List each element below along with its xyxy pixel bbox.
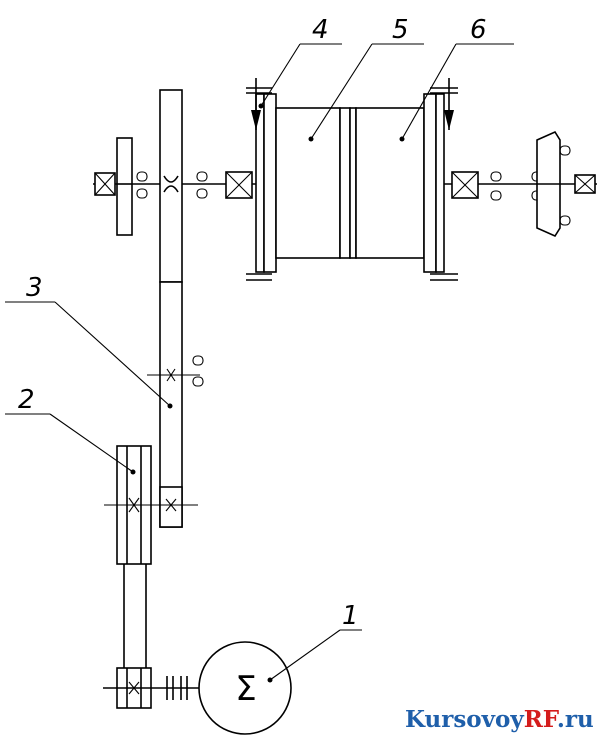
callout-1: 1	[342, 601, 359, 631]
callout-2: 2	[18, 385, 35, 415]
callout-5: 5	[392, 15, 409, 45]
right-coupling	[451, 171, 479, 199]
callout-3: 3	[26, 273, 43, 303]
callout-6: 6	[470, 15, 487, 45]
watermark-part3: .ru	[557, 706, 594, 733]
watermark-part2: RF	[524, 706, 560, 733]
far-right-coupling	[574, 174, 596, 194]
pulley-2	[104, 445, 162, 670]
motor-1: Σ	[198, 641, 292, 735]
right-end-gear	[536, 130, 561, 238]
mid-coupling	[225, 171, 253, 199]
callout-leaders	[5, 43, 514, 683]
gear-3	[146, 89, 204, 528]
drum-5	[275, 107, 357, 259]
drum-6	[355, 78, 458, 281]
watermark-part1: Kursovoy	[405, 706, 524, 733]
callout-4: 4	[312, 15, 329, 45]
watermark: KursovoyRF.ru	[405, 706, 594, 733]
motor-symbol: Σ	[235, 669, 256, 709]
left-small-gear	[116, 137, 133, 236]
left-coupling	[94, 172, 116, 196]
motor-drive	[103, 667, 200, 709]
disc-4	[246, 78, 277, 281]
